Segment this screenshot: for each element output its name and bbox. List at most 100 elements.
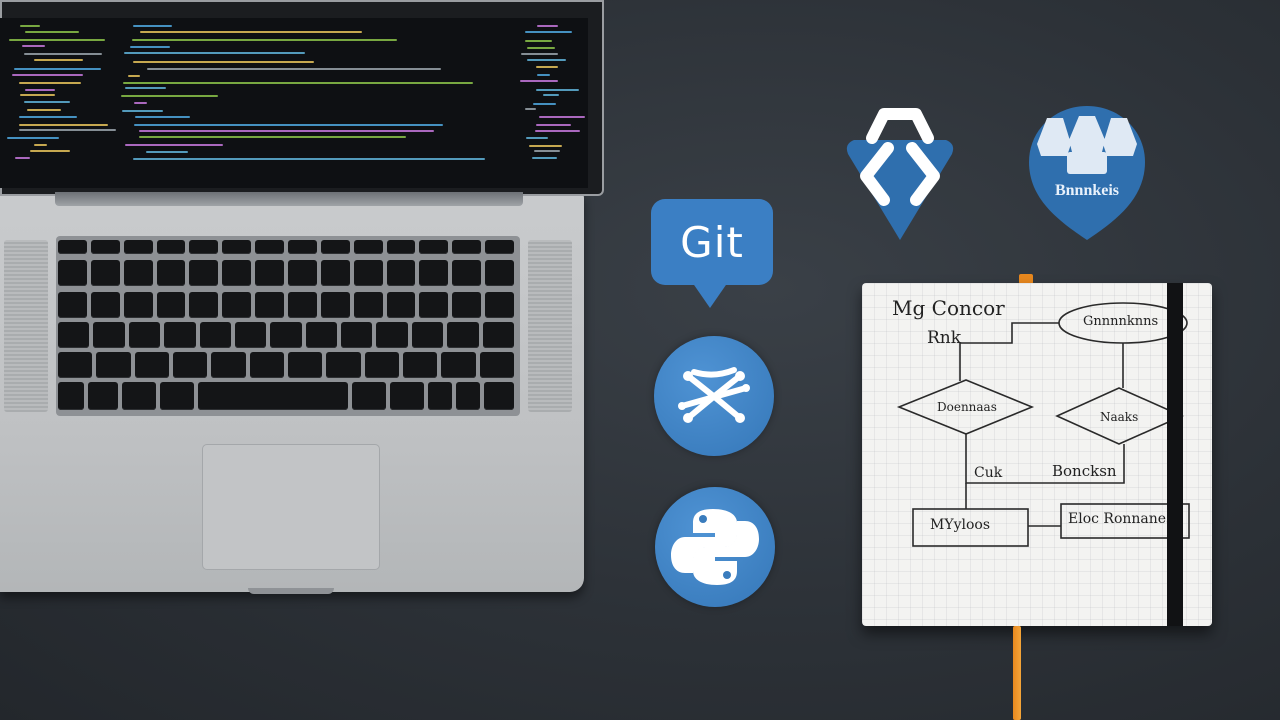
code-line xyxy=(146,151,188,153)
keyboard-key xyxy=(90,292,120,318)
code-line xyxy=(133,61,314,63)
code-line xyxy=(539,116,585,118)
crossed-arrows-icon xyxy=(654,336,774,456)
code-line xyxy=(534,150,560,152)
git-bubble-tail xyxy=(692,282,728,308)
keyboard-key xyxy=(123,292,153,318)
keyboard-key xyxy=(164,322,196,348)
code-line xyxy=(123,82,473,84)
keyboard-key xyxy=(156,292,186,318)
keyboard-key xyxy=(96,352,131,378)
keyboard-key xyxy=(198,382,348,410)
keyboard-key xyxy=(485,260,514,286)
keyboard-key xyxy=(156,240,186,254)
code-line xyxy=(537,74,550,76)
code-line xyxy=(535,130,580,132)
code-line xyxy=(527,59,566,61)
keyboard-key xyxy=(222,260,252,286)
keyboard-key xyxy=(447,322,479,348)
keyboard-key xyxy=(128,322,161,348)
flowchart-left-box-label: MYyloos xyxy=(930,517,991,533)
keyboard-key xyxy=(320,292,350,318)
keyboard-key xyxy=(58,260,87,286)
code-line xyxy=(125,87,166,89)
code-line xyxy=(133,25,172,27)
code-line xyxy=(25,89,55,91)
code-line xyxy=(121,95,218,97)
flowchart-right-diamond-label: Naaks xyxy=(1100,410,1139,424)
code-line xyxy=(532,157,557,159)
code-line xyxy=(9,39,105,41)
code-line xyxy=(34,59,83,61)
keyboard-key xyxy=(441,352,476,378)
keyboard-key xyxy=(320,260,350,286)
keyboard-key xyxy=(58,382,84,410)
keyboard-key xyxy=(122,382,156,410)
anchor-badge-icon xyxy=(844,104,956,244)
code-line xyxy=(536,89,579,91)
code-line xyxy=(7,137,59,139)
keyboard-key xyxy=(288,352,323,378)
flowchart-sketch xyxy=(896,302,1190,547)
keyboard-key xyxy=(90,240,120,254)
keyboard-key xyxy=(199,322,231,348)
keyboard-key xyxy=(419,240,449,254)
keyboard-key xyxy=(320,240,350,254)
code-line xyxy=(526,137,548,139)
keyboard-key xyxy=(452,292,482,318)
laptop-screen-bezel xyxy=(0,0,604,196)
keyboard-key xyxy=(305,322,338,348)
keyboard-key xyxy=(156,260,186,286)
code-line xyxy=(536,124,571,126)
code-line xyxy=(130,46,170,48)
keyboard-key xyxy=(58,240,87,254)
code-line xyxy=(140,31,362,33)
code-line xyxy=(525,31,572,33)
keyboard-key xyxy=(403,352,438,378)
keyboard-key xyxy=(222,292,252,318)
keyboard-key xyxy=(58,352,93,378)
keyboard-key xyxy=(456,382,480,410)
trackpad xyxy=(202,444,380,570)
code-line xyxy=(537,25,558,27)
code-line xyxy=(24,53,102,55)
keyboard-key xyxy=(93,322,125,348)
keyboard-key xyxy=(452,260,482,286)
flowchart-oval-label: Gnnnnknns xyxy=(1083,314,1159,329)
keyboard-key xyxy=(326,352,361,378)
code-line xyxy=(128,75,140,77)
keyboard-key xyxy=(288,292,317,318)
code-line xyxy=(536,66,558,68)
python-logo-icon xyxy=(655,487,775,607)
code-line xyxy=(521,53,558,55)
flowchart-cuk-label: Cuk xyxy=(974,465,1003,481)
keyboard-key xyxy=(255,292,284,318)
keyboard-key xyxy=(353,260,383,286)
keyboard-key xyxy=(353,240,383,254)
keyboard-key xyxy=(288,240,317,254)
keyboard-key xyxy=(123,260,153,286)
code-line xyxy=(525,108,536,110)
code-line xyxy=(20,94,55,96)
flowchart-boncksn-label: Boncksn xyxy=(1052,462,1117,480)
keyboard-key xyxy=(386,260,416,286)
code-line xyxy=(19,116,77,118)
keyboard-key xyxy=(249,352,284,378)
git-label: Git xyxy=(680,217,744,267)
flowchart-right-box-label: Eloc Ronnanes xyxy=(1068,511,1174,527)
keyboard-key xyxy=(255,240,284,254)
flowchart-left-diamond-label: Doennaas xyxy=(937,400,997,414)
code-line xyxy=(124,52,305,54)
keyboard-key xyxy=(288,260,317,286)
code-line xyxy=(525,40,552,42)
keyboard-key xyxy=(390,382,424,410)
code-line xyxy=(134,124,443,126)
keyboard-key xyxy=(189,240,219,254)
docker-containers-icon: Bnnnkeis xyxy=(1027,104,1147,242)
bookmark-ribbon xyxy=(1013,626,1021,720)
git-speech-bubble: Git xyxy=(651,199,773,285)
keyboard-key xyxy=(160,382,194,410)
keyboard-key xyxy=(173,352,208,378)
laptop-hinge xyxy=(55,192,523,206)
keyboard-key xyxy=(88,382,118,410)
